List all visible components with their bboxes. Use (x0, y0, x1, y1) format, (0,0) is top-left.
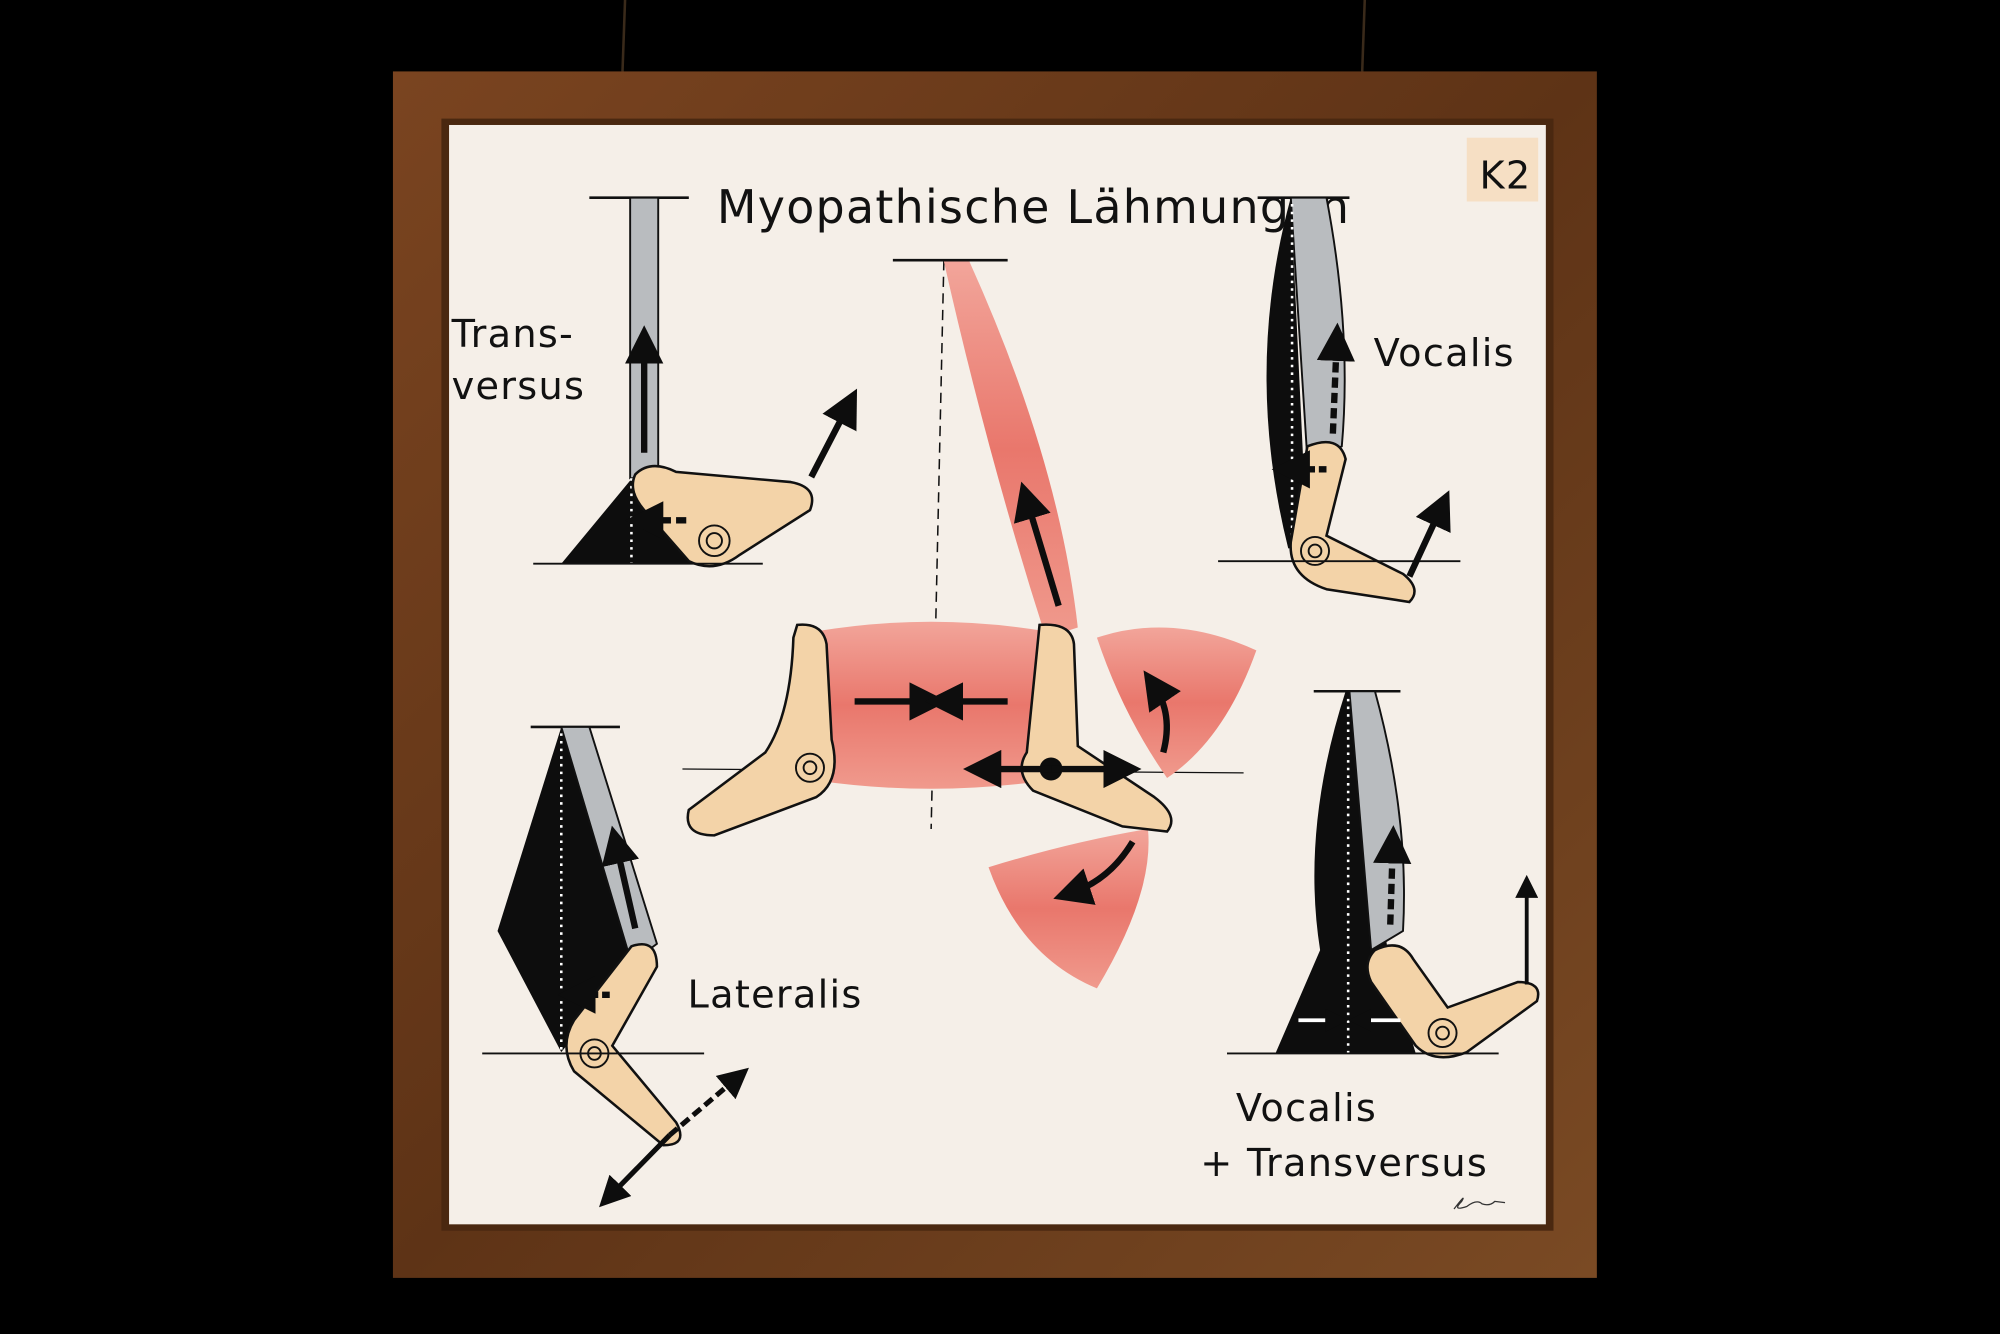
figure-transversus (533, 196, 858, 568)
label-combined-2: + Transversus (1200, 1141, 1488, 1186)
figure-vocalis (1218, 196, 1461, 604)
label-vocalis: Vocalis (1374, 331, 1515, 376)
figure-vocalis-transversus (1227, 689, 1540, 1059)
label-transversus-1: Trans- (451, 312, 575, 357)
label-transversus-2: versus (452, 364, 586, 409)
chart-title: Myopathische Lähmungen (717, 180, 1350, 234)
figure-center-muscles (682, 258, 1257, 989)
tag-paper (1466, 137, 1539, 202)
label-lateralis: Lateralis (688, 973, 863, 1018)
figure-lateralis (482, 725, 749, 1208)
artist-signature (1453, 1197, 1506, 1210)
label-combined-1: Vocalis (1236, 1086, 1377, 1131)
hanging-wire (621, 0, 1367, 72)
tag-label: K2 (1480, 154, 1532, 199)
